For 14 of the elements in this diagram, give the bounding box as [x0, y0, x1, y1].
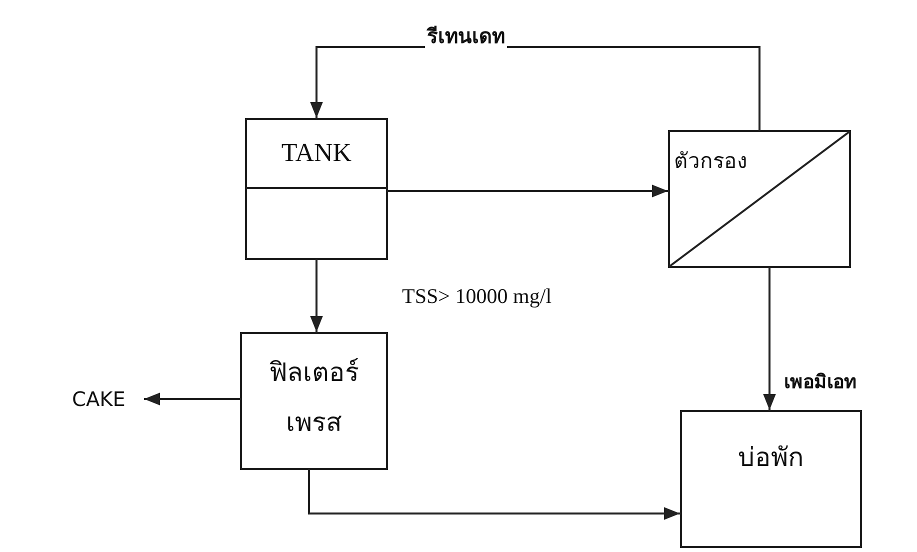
box-label: ฟิลเตอร์ เพรส [268, 357, 360, 439]
arrow [308, 470, 680, 520]
arrow [388, 184, 668, 198]
pond-box [680, 410, 862, 548]
filter-press-box [240, 332, 388, 470]
tank-box [245, 118, 388, 260]
box-label: บ่อพัก [737, 442, 805, 474]
arrow [310, 260, 323, 332]
filter-box [668, 130, 851, 268]
arrow [763, 268, 776, 410]
box-label: TANK [280, 138, 353, 168]
output-label: CAKE [72, 384, 134, 414]
arrow [144, 392, 240, 406]
box-label: ตัวกรอง [674, 148, 747, 175]
